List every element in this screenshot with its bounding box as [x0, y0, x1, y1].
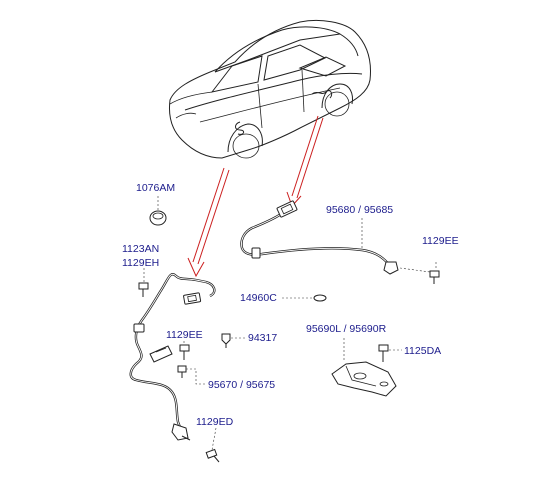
label-95670: 95670 / 95675: [208, 379, 275, 391]
label-1125da: 1125DA: [404, 345, 441, 357]
front-arrow-icon: [187, 167, 230, 278]
bolt-1129ee-left: [179, 341, 190, 360]
clip-94317: [221, 333, 246, 348]
label-1129ed: 1129ED: [196, 416, 234, 428]
front-sensor-cable: [129, 273, 216, 441]
label-1129ee-left: 1129EE: [166, 329, 203, 341]
bolt-1129ed: [205, 427, 220, 463]
label-95690: 95690L / 95690R: [306, 323, 387, 335]
label-94317: 94317: [248, 332, 277, 344]
label-1129eh: 1129EH: [122, 257, 159, 269]
red-arrows: [187, 115, 324, 278]
bolt-1129ee-lower: [177, 365, 206, 385]
label-1076am: 1076AM: [136, 182, 175, 194]
bolt-1125da: [378, 344, 402, 362]
rear-sensor-cable: [240, 200, 399, 275]
label-1123an: 1123AN: [122, 243, 159, 255]
bolt-1123an: [138, 268, 149, 297]
label-14960c: 14960C: [240, 292, 277, 304]
bolt-1129ee-right: [399, 262, 440, 284]
car-illustration: [169, 19, 371, 159]
label-95680: 95680 / 95685: [326, 204, 393, 216]
label-1129ee-right: 1129EE: [422, 235, 459, 247]
clip-14960c: [282, 294, 327, 302]
bracket-95690: [331, 338, 397, 397]
plug-1076am: [149, 196, 167, 226]
